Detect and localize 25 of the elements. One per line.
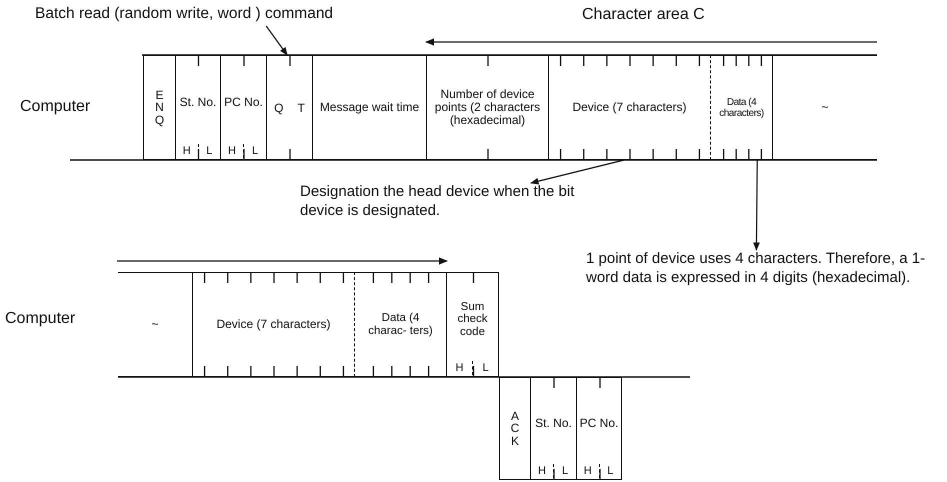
frame-field: Sum check code H L (446, 272, 499, 377)
frame-field: ~ (118, 272, 192, 377)
frame-field: St. No. H L (175, 55, 220, 160)
row-label: Computer (5, 310, 76, 328)
frame-field: Number of device points (2 characters (hexadecimal) (426, 55, 548, 160)
frame-field: Device (7 characters) (192, 272, 354, 377)
command-annotation: Batch read (random write, word ) command (35, 4, 375, 26)
frame-field: Device (7 characters) (548, 55, 710, 160)
frame-field: St. No. H L (530, 377, 576, 480)
frame-field: ACK (499, 377, 530, 480)
leader-line (266, 26, 288, 56)
frame-field: Data (4 characters) (710, 55, 773, 160)
frame-field: Data (4 charac- ters) (354, 272, 446, 377)
frame-field: PC No. H L (576, 377, 622, 480)
row-label: Computer (20, 98, 90, 116)
area-label: Character area C (582, 6, 705, 24)
frame-field: Message wait time (312, 55, 426, 160)
leader-line (753, 160, 760, 251)
frame-field: Q T (266, 55, 312, 160)
frame-field: ~ (773, 55, 877, 160)
data-note: 1 point of device uses 4 characters. Therefore, a 1-word data is expressed in 4 digits (hexadecimal). (586, 250, 941, 310)
leader-line (530, 159, 624, 184)
frame-field: PC No. H L (220, 55, 266, 160)
frame-field: ENQ (143, 55, 175, 160)
designation-note: Designation the head device when the bit device is designated. (300, 183, 600, 223)
